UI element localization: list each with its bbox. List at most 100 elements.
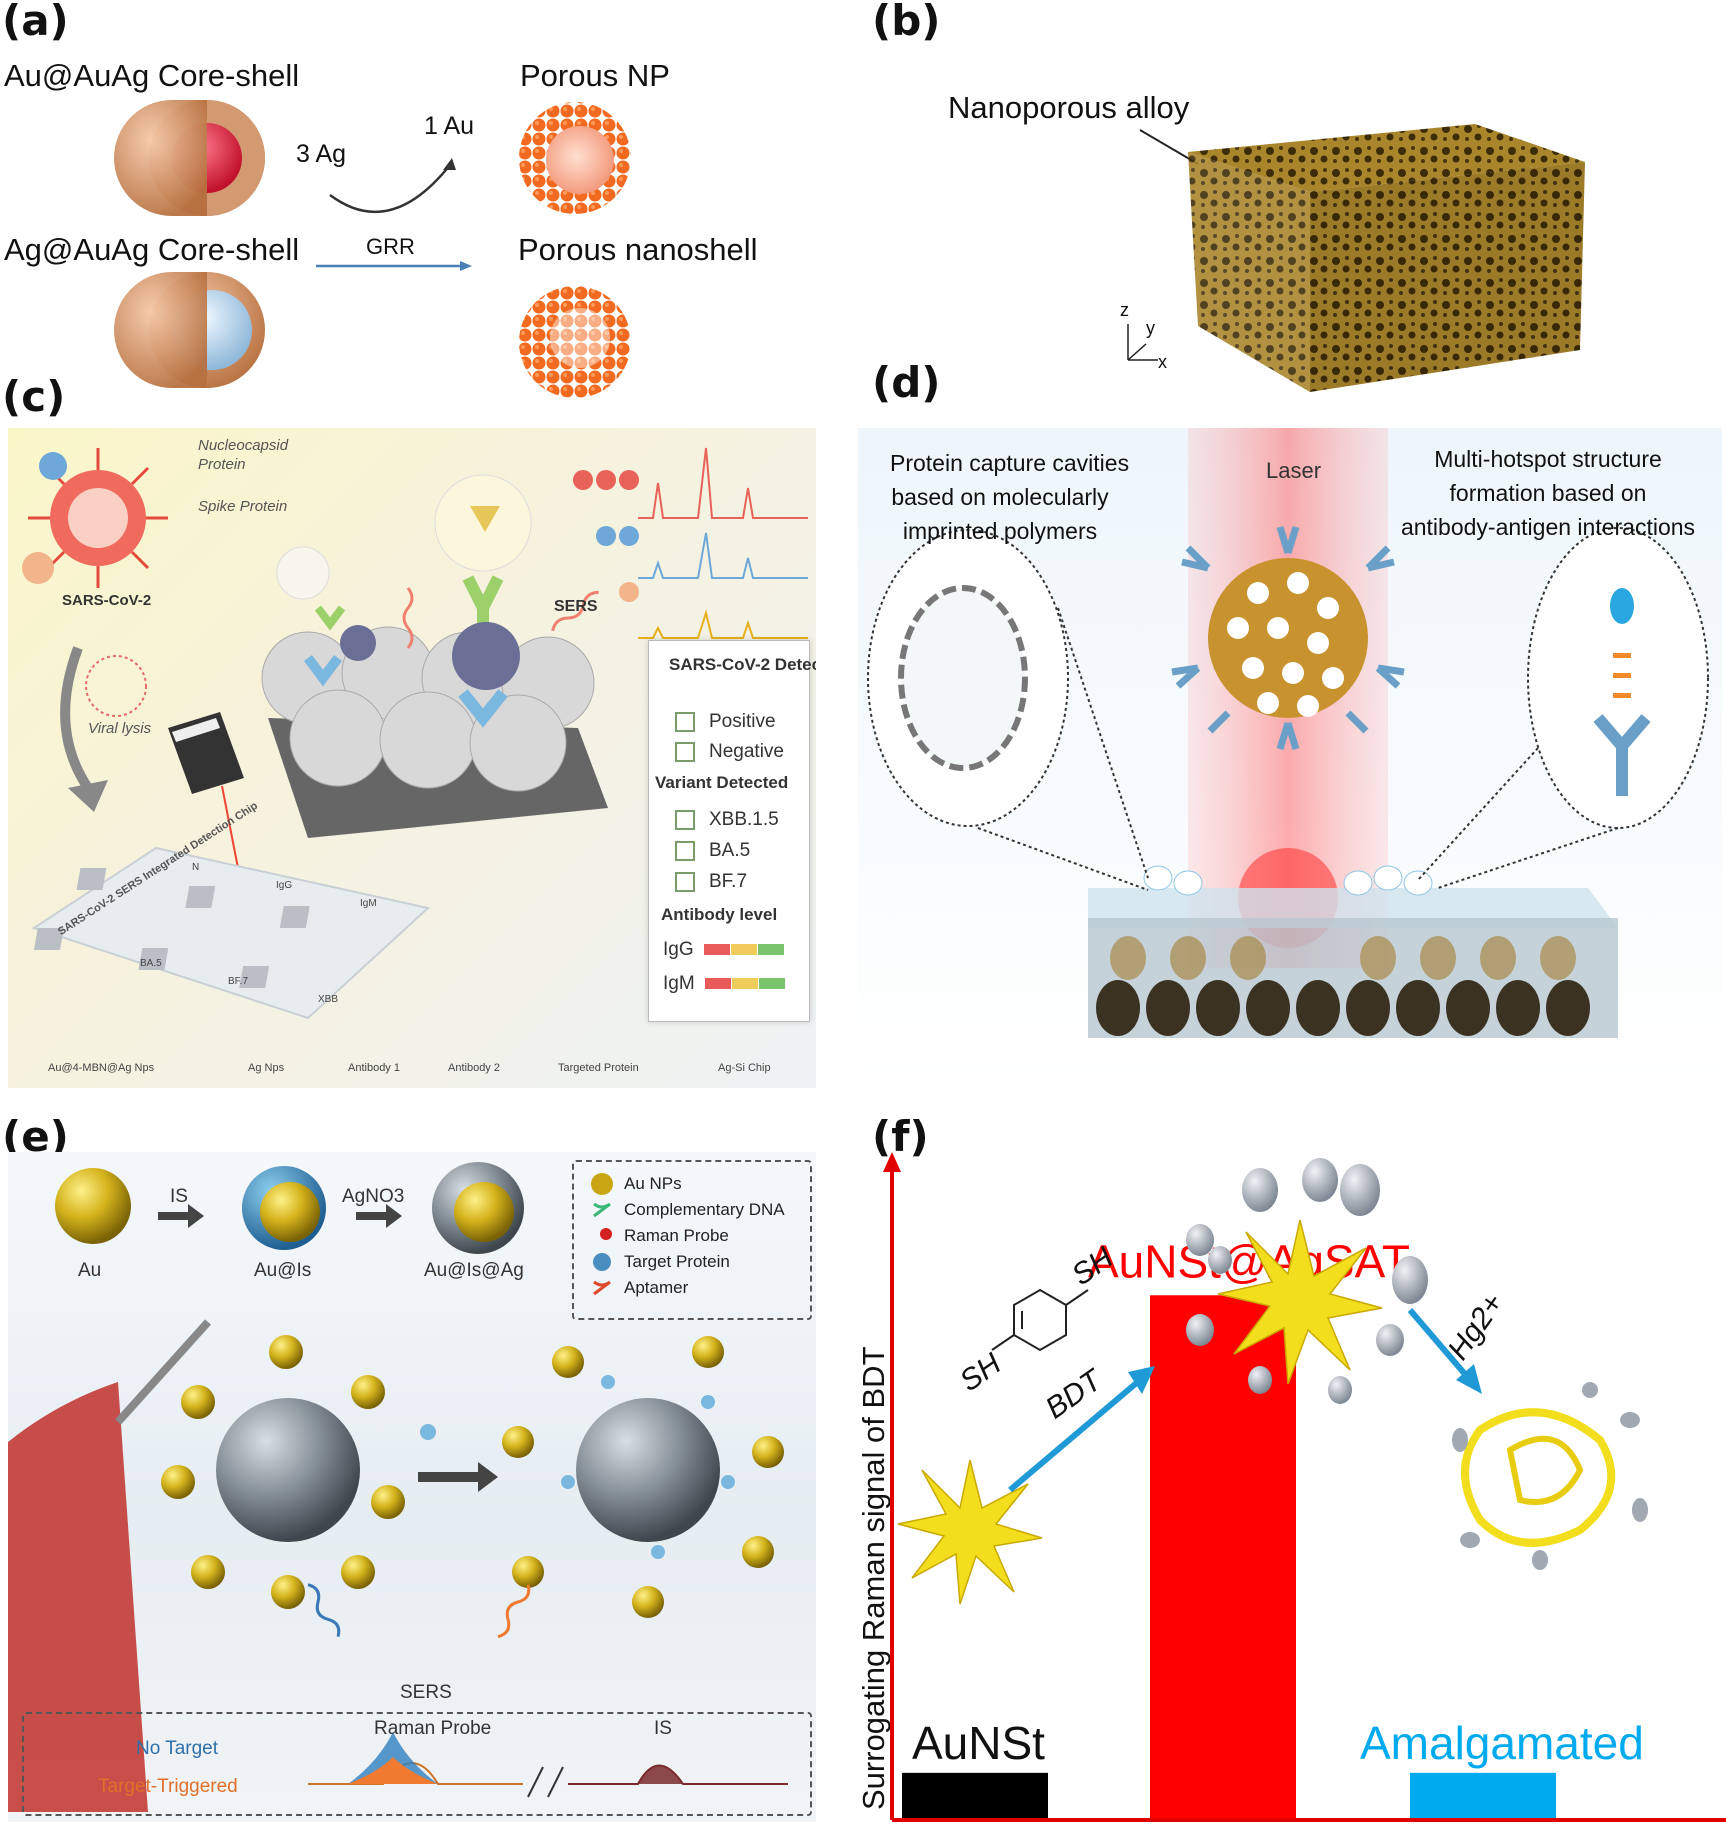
is-arrow-label: IS xyxy=(170,1186,188,1207)
viral-lysis-label: Viral lysis xyxy=(88,720,152,737)
lysed-virus xyxy=(85,655,147,717)
panel-label-f: (f) xyxy=(872,1112,929,1161)
ag-label: 3 Ag xyxy=(296,140,347,168)
bar-label-amalgamated: Amalgamated xyxy=(1360,1717,1644,1769)
arrow-to-amalgamated xyxy=(1407,1308,1473,1382)
sers-label-e: SERS xyxy=(400,1682,452,1703)
legend-item: Complementary DNA xyxy=(624,1200,785,1219)
syringe xyxy=(115,1319,211,1425)
nanoporous-alloy-label: Nanoporous alloy xyxy=(948,90,1190,125)
alloy-pointer-line xyxy=(1139,129,1199,165)
sars-label: SARS-CoV-2 xyxy=(62,592,152,609)
au-nanoparticle xyxy=(55,1168,131,1244)
axis-triad-icon xyxy=(1127,324,1158,361)
panel-e-legend: Au NPs Complementary DNA Raman Probe Tar… xyxy=(572,1160,812,1320)
core-shell-label-1: Au@AuAg Core-shell xyxy=(4,58,300,93)
sers-label-c: SERS xyxy=(554,598,598,615)
variant-item: BA.5 xyxy=(675,840,750,862)
raman-probe-label: Raman Probe xyxy=(374,1718,492,1739)
panel-c-background: Nucleocapsid Protein Spike Protein SARS-… xyxy=(8,428,816,1088)
detection-title: SARS-CoV-2 Detection xyxy=(669,655,816,674)
aunst-star xyxy=(897,1459,1043,1605)
au-core-shell-particle xyxy=(114,100,265,216)
variant-item: XBB.1.5 xyxy=(675,809,779,831)
nanoporous-cube-graphic xyxy=(1139,124,1585,392)
panel-a-graphic xyxy=(114,100,631,398)
au-is-ag-label: Au@Is@Ag xyxy=(424,1260,524,1281)
ag-core-shell-particle xyxy=(114,272,265,388)
chip-spot-ba5: BA.5 xyxy=(140,958,162,969)
legend-item: Aptamer xyxy=(624,1278,689,1297)
au-label: Au xyxy=(78,1260,102,1281)
porous-np-particle xyxy=(519,102,631,214)
panel-c-legend: Au@4-MBN@Ag Nps Ag Nps Antibody 1 Antibo… xyxy=(28,1058,808,1082)
legend-item: Targeted Protein xyxy=(558,1062,639,1074)
axis-z-label: z xyxy=(1120,300,1129,320)
portable-spectrometer xyxy=(168,712,244,869)
legend-item: Ag Nps xyxy=(248,1062,285,1074)
lysis-arrow xyxy=(60,646,93,791)
legend-item: Antibody 2 xyxy=(448,1062,500,1074)
nucleocapsid-label: Nucleocapsid Protein xyxy=(198,437,289,473)
exchange-arrow xyxy=(329,164,451,214)
agno3-label: AgNO3 xyxy=(342,1186,405,1207)
sers-spectra xyxy=(638,447,808,639)
negative-checkbox xyxy=(675,741,695,762)
chip-spot-xbb: XBB xyxy=(318,994,339,1005)
reaction-arrow xyxy=(418,1462,498,1492)
panel-d-graphic xyxy=(867,428,1709,1038)
sers-nanotag-particle xyxy=(1171,525,1405,751)
positive-item: Positive xyxy=(675,711,776,733)
chip-spot-igm: IgM xyxy=(360,898,377,909)
blood-vessel xyxy=(8,1382,148,1812)
positive-checkbox xyxy=(675,711,695,732)
porous-nanoshell-particle xyxy=(519,286,631,398)
chip-spot-igg: IgG xyxy=(276,880,293,891)
panel-label-b: (b) xyxy=(872,0,941,45)
legend-item: Target Protein xyxy=(624,1252,730,1271)
sers-probe-particle-right xyxy=(576,1398,720,1542)
grr-label: GRR xyxy=(366,234,415,259)
variant-item: BF.7 xyxy=(675,871,747,893)
sers-probe-particle-left xyxy=(216,1398,360,1542)
antibody-title: Antibody level xyxy=(661,905,778,924)
sars-cov-2-virus xyxy=(22,448,168,588)
porous-nanoshell-label: Porous nanoshell xyxy=(518,232,758,267)
ag-nanoparticle-spheres xyxy=(261,626,595,792)
bdt-molecule xyxy=(991,1288,1089,1352)
porous-np-label: Porous NP xyxy=(520,58,670,93)
au-is-label: Au@Is xyxy=(254,1260,312,1281)
aunst-agsat-star xyxy=(1186,1158,1428,1404)
detection-chip xyxy=(31,846,431,1020)
legend-item: Au NPs xyxy=(624,1174,682,1193)
axis-y-label: y xyxy=(1146,318,1155,338)
spectrum-box xyxy=(22,1712,812,1816)
arrow-to-agsat xyxy=(1008,1377,1142,1493)
legend-item: Au@4-MBN@Ag Nps xyxy=(48,1062,155,1074)
bar-label-aunst: AuNSt xyxy=(912,1717,1045,1769)
free-particle xyxy=(276,546,330,600)
chip-spot-bf7: BF.7 xyxy=(228,976,249,987)
target-triggered-label: Target-Triggered xyxy=(98,1776,238,1797)
no-target-label: No Target xyxy=(136,1738,219,1759)
is-peak-label: IS xyxy=(654,1718,672,1739)
igm-level: IgM xyxy=(663,973,786,995)
panel-c-graphic xyxy=(22,447,808,1020)
core-shell-label-2: Ag@AuAg Core-shell xyxy=(4,232,300,267)
negative-item: Negative xyxy=(675,741,784,763)
spike-protein-label: Spike Protein xyxy=(198,498,288,515)
bar-amalgamated xyxy=(1410,1772,1556,1818)
panel-e-graphic xyxy=(8,1162,788,1812)
legend-item: Antibody 1 xyxy=(348,1062,400,1074)
variant-title: Variant Detected xyxy=(655,773,789,792)
is-peak xyxy=(568,1764,788,1785)
legend-symbols xyxy=(591,1173,613,1296)
chip-spot-n: N xyxy=(192,862,200,873)
legend-item: Ag-Si Chip xyxy=(718,1062,771,1074)
legend-item: Raman Probe xyxy=(624,1226,729,1245)
igg-level: IgG xyxy=(663,939,785,961)
au-label: 1 Au xyxy=(424,112,475,140)
